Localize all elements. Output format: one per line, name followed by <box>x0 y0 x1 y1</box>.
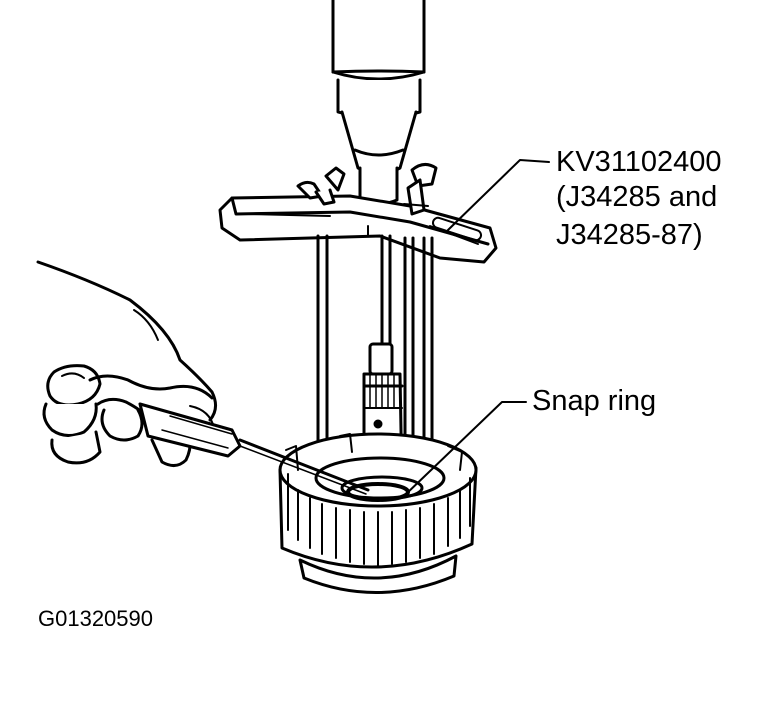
tool-alt-number-label-line2: J34285-87) <box>556 219 703 251</box>
screwdriver <box>140 404 368 494</box>
wing-nut-left <box>298 168 344 204</box>
tool-leader-line <box>448 160 549 230</box>
wing-nut-right <box>404 164 436 214</box>
figure-id: G01320590 <box>38 606 153 631</box>
snap-ring-leader-line <box>404 402 526 496</box>
press-ram <box>333 0 424 204</box>
tool-number-label: KV31102400 <box>556 146 722 178</box>
clutch-drum <box>280 434 476 593</box>
tool-alt-number-label-line1: (J34285 and <box>556 181 718 213</box>
crossbar <box>220 196 496 262</box>
snap-ring-label: Snap ring <box>532 385 657 417</box>
